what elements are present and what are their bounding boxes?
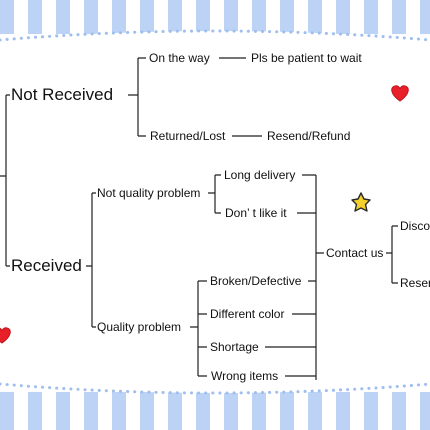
- node-different-color: Different color: [209, 307, 286, 321]
- node-long-delivery: Long delivery: [223, 168, 297, 182]
- node-dont-like-it: Don’ t like it: [224, 206, 288, 220]
- node-not-received: Not Received: [10, 85, 115, 105]
- node-wrong-items: Wrong items: [210, 369, 280, 383]
- node-resen: Resen: [399, 276, 430, 290]
- node-disco: Disco: [399, 219, 430, 233]
- node-received: Received: [10, 256, 83, 276]
- node-returned-lost: Returned/Lost: [149, 129, 227, 143]
- bottom-striped-border: [0, 392, 430, 430]
- node-broken-defective: Broken/Defective: [209, 274, 303, 288]
- node-resend-refund: Resend/Refund: [266, 129, 352, 143]
- node-not-quality-problem: Not quality problem: [96, 186, 202, 200]
- star-icon: [351, 192, 371, 212]
- connector-lines: [0, 57, 398, 380]
- bottom-dotted-edge: [0, 382, 430, 395]
- heart-icon: [0, 327, 11, 344]
- heart-icon: [391, 85, 409, 102]
- node-contact-us: Contact us: [325, 246, 385, 260]
- top-dotted-edge: [0, 29, 430, 42]
- top-striped-border: [0, 0, 430, 34]
- node-shortage: Shortage: [209, 340, 260, 354]
- node-be-patient: Pls be patient to wait: [250, 51, 363, 65]
- node-on-the-way: On the way: [148, 51, 211, 65]
- node-quality-problem: Quality problem: [96, 320, 183, 334]
